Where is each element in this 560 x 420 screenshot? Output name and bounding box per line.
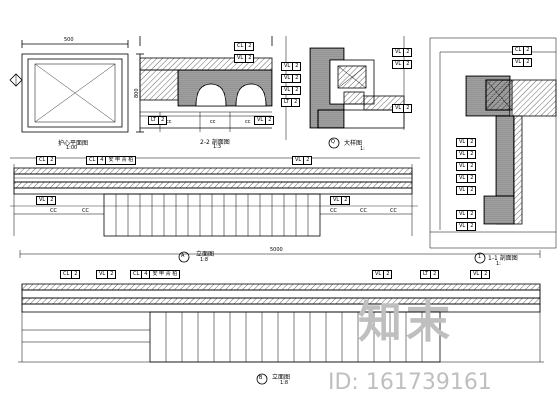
elevB-dim-top: 5000 xyxy=(270,247,283,253)
watermark-id: ID: 161739161 xyxy=(328,370,492,395)
section11-caption: 1-1 剖面图 xyxy=(488,255,518,262)
elevA-caption: 立面图 xyxy=(196,251,215,258)
elevB-scale: 1:8 xyxy=(280,380,289,386)
elevA-callout: A xyxy=(181,253,185,259)
elevB-callout: B xyxy=(259,375,263,381)
elevA-dim-3: CC xyxy=(330,208,337,214)
plan-dim-top: 500 xyxy=(64,37,74,43)
section22-dim-2: cc xyxy=(210,119,216,125)
section-2-2 xyxy=(139,36,273,132)
detail-view xyxy=(285,36,405,149)
elevA-scale: 1:8 xyxy=(200,257,209,263)
section11-callout: 1 xyxy=(478,254,482,260)
elevB-caption: 立面图 xyxy=(272,374,291,381)
detail-callout: Q xyxy=(331,139,335,145)
section22-caption: 2-2 剖面图 xyxy=(200,139,230,146)
elevA-dim-2: CC xyxy=(82,208,89,214)
plan-caption: 护心平面图 xyxy=(58,140,89,147)
plan-scale: 1:00 xyxy=(66,145,78,151)
section22-dim-1: cc xyxy=(166,119,172,125)
section22-scale: 1:3 xyxy=(213,144,222,150)
elevA-dim-5: CC xyxy=(390,208,397,214)
section22-dim-3: cc xyxy=(245,119,251,125)
watermark-logo: 知末 xyxy=(358,297,454,348)
plan-dim-side: 800 xyxy=(134,88,140,98)
elevation-b xyxy=(18,250,544,385)
section-1-1 xyxy=(429,37,557,264)
elevation-a xyxy=(10,157,420,263)
detail-scale: 1: xyxy=(360,146,365,152)
section11-scale: 1: xyxy=(496,261,501,267)
plan-view xyxy=(9,40,144,133)
elevA-dim-1: CC xyxy=(50,208,57,214)
detail-caption: 大样图 xyxy=(344,140,363,147)
elevA-dim-4: CC xyxy=(360,208,367,214)
